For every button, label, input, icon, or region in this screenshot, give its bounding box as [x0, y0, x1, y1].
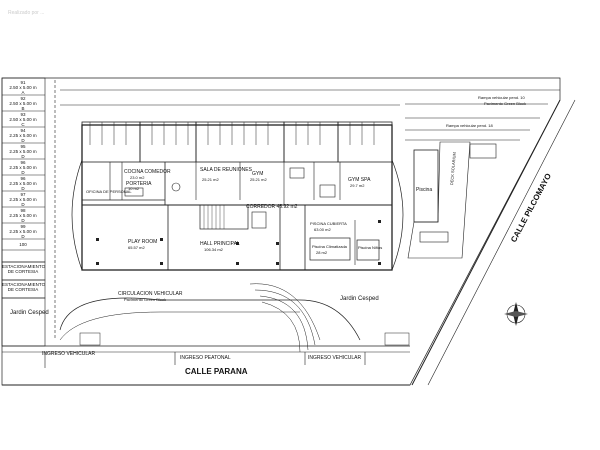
building	[81, 121, 393, 271]
watermark: Realizado por ...	[8, 10, 45, 16]
right-garden-label: Jardin Cesped	[340, 296, 379, 302]
left-garden-label: Jardin Cesped	[10, 310, 49, 316]
room-sala-area: 25.21 m2	[202, 177, 219, 182]
parking-column	[1, 77, 46, 299]
room-piscina-climatizada: Piscina Climatizada	[312, 244, 347, 249]
room-porteria-area: 10 m2	[128, 186, 140, 191]
room-gym: GYM	[252, 171, 264, 177]
room-play: PLAY ROOM	[128, 239, 158, 245]
top-stalls	[60, 89, 560, 141]
room-oficina: OFICINA DE PERSONAL	[86, 189, 132, 194]
courtesy-parking-label: ESTACIONAMIENTO DE CORTESIA	[2, 264, 46, 274]
room-piscina-cubierta: PISCINA CUBIERTA	[310, 221, 347, 226]
circulation-label: CIRCULACION VEHICULAR	[118, 291, 183, 297]
room-piscina-climatizada-area: 28 m2	[316, 250, 328, 255]
exterior-pool	[413, 149, 439, 223]
room-cocina-area: 23.0 m2	[130, 175, 145, 180]
room-cocina: COCINA COMEDOR	[124, 169, 171, 175]
vehicular-circulation	[59, 297, 361, 341]
deck	[407, 141, 471, 259]
room-hall-area: 106.34 m2	[204, 247, 223, 252]
compass-icon	[504, 302, 528, 326]
ramp-label-1: Rampa vehicular pend. 10	[478, 95, 525, 100]
entry-vehicular-right: INGRESO VEHICULAR	[308, 355, 362, 361]
parking-stall-label: 100	[19, 242, 27, 247]
entry-vehicular-left: INGRESO VEHICULAR	[42, 351, 96, 357]
room-hall: HALL PRINCIPAL	[200, 241, 240, 247]
room-piscina-ninos: Piscina Niños	[358, 245, 383, 250]
room-piscina: Piscina	[416, 187, 433, 193]
room-porteria: PORTERIA	[126, 181, 152, 187]
left-garden	[1, 297, 46, 347]
courtesy-parking-label: ESTACIONAMIENTO DE CORTESIA	[2, 282, 46, 292]
ramp-label-2: Rampa vehicular pend. 18	[446, 123, 493, 128]
room-corredor: CORREDOR 45.92 m2	[246, 204, 298, 210]
room-sala: SALA DE REUNIONES	[200, 167, 252, 173]
street-parana: CALLE PARANA	[185, 367, 248, 376]
ramp-paving-1: Pavimento Green Block	[484, 101, 527, 106]
room-gym-spa: GYM SPA	[348, 177, 371, 183]
room-piscina-cubierta-area: 63.00 m2	[314, 227, 331, 232]
room-gym-area: 25.21 m2	[250, 177, 267, 182]
room-gym-spa-area: 29.7 m2	[350, 183, 365, 188]
circulation-paving: Pavimento Green Block	[124, 297, 167, 302]
room-play-area: 65.57 m2	[128, 245, 145, 250]
entry-peatonal: INGRESO PEATONAL	[180, 355, 231, 361]
